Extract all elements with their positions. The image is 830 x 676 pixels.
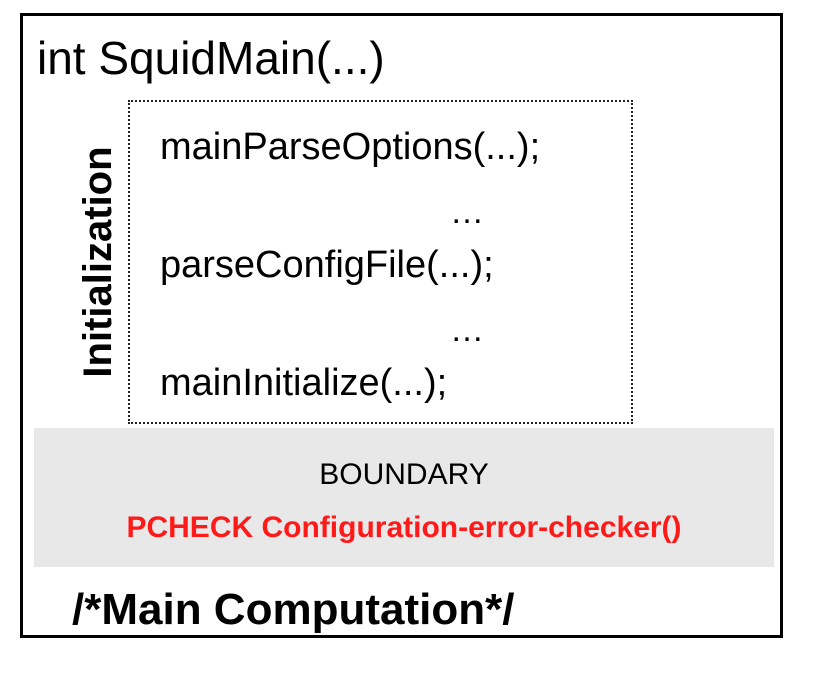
- code-ellipsis: …: [450, 193, 484, 231]
- initialization-box: [128, 100, 633, 424]
- function-frame: [20, 13, 783, 638]
- main-computation-comment: /*Main Computation*/: [72, 585, 515, 634]
- boundary-band: [34, 428, 774, 567]
- code-line-main-initialize: mainInitialize(...);: [160, 362, 448, 404]
- initialization-label: Initialization: [76, 146, 120, 378]
- boundary-title: BOUNDARY: [319, 458, 489, 491]
- code-line-parse-options: mainParseOptions(...);: [160, 126, 541, 168]
- pcheck-checker: PCHECK Configuration-error-checker(): [126, 511, 682, 544]
- code-line-parse-config: parseConfigFile(...);: [160, 244, 494, 286]
- code-ellipsis: …: [450, 311, 484, 349]
- function-signature: int SquidMain(...): [37, 32, 385, 84]
